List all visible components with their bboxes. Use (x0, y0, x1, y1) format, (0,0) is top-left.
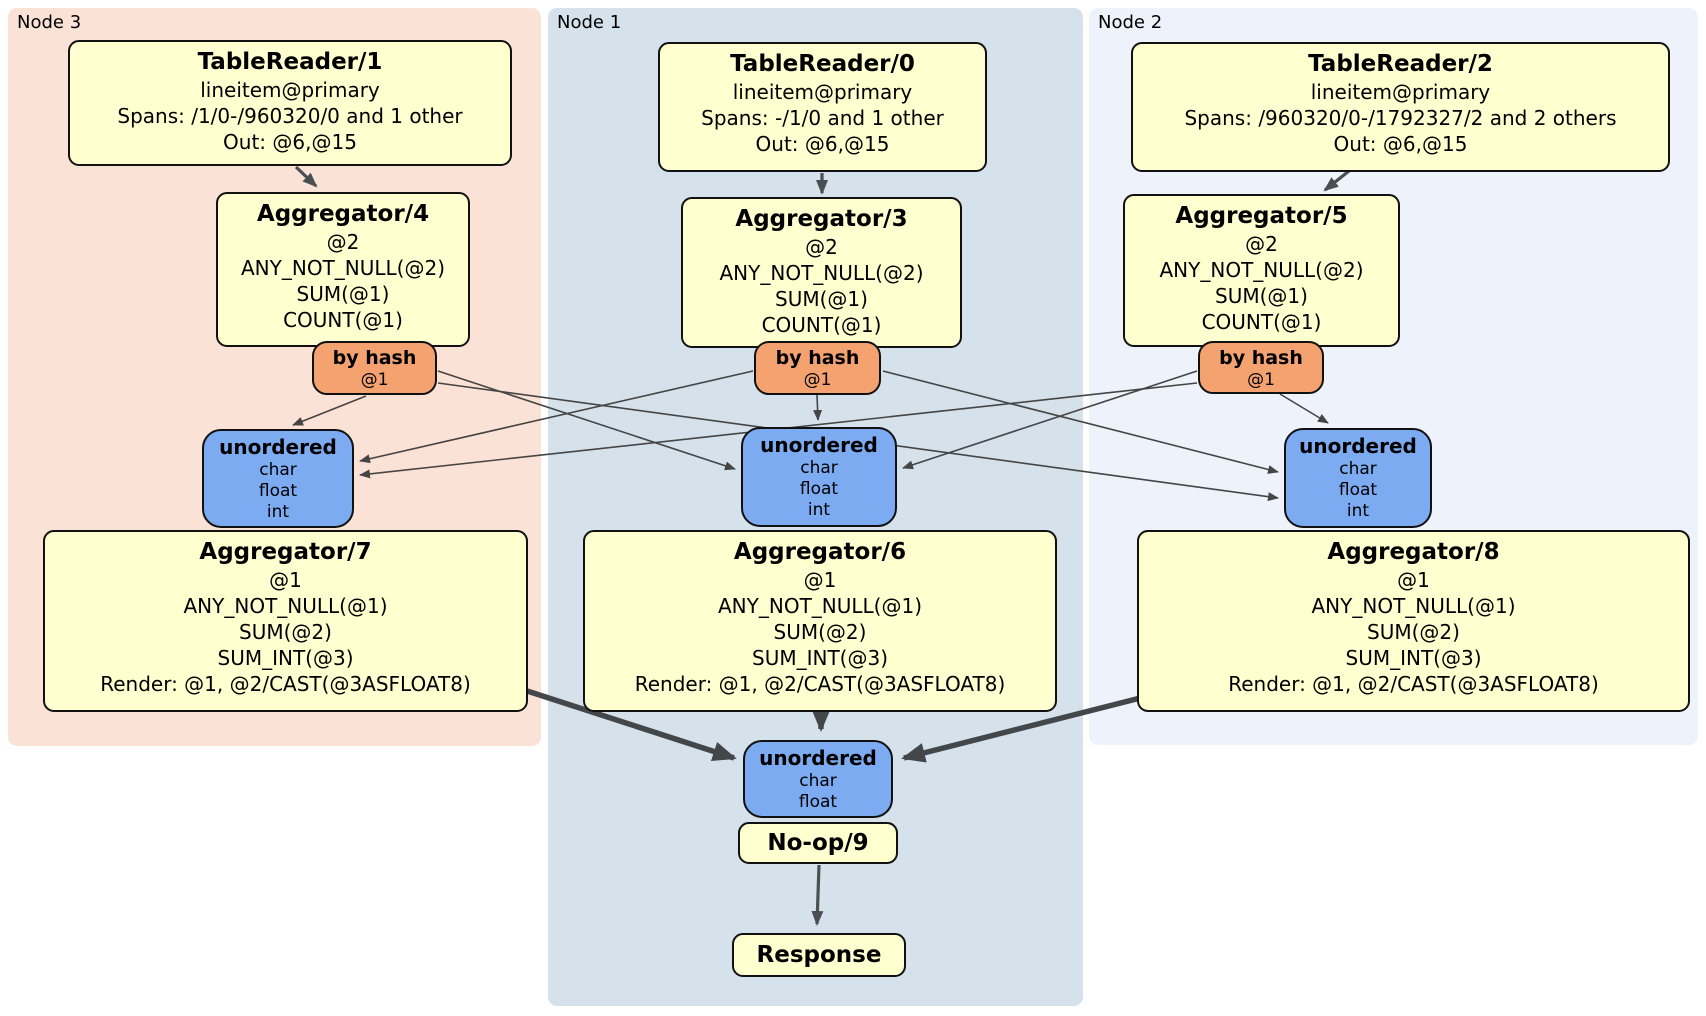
processor-detail: lineitem@primary (200, 78, 380, 102)
processor-title: Aggregator/3 (735, 206, 908, 232)
router-title: by hash (775, 347, 860, 369)
processor-title: TableReader/0 (730, 51, 915, 77)
processor-detail: Out: @6,@15 (223, 130, 357, 154)
processor-detail: lineitem@primary (1310, 80, 1491, 104)
processor-title: Aggregator/6 (733, 539, 907, 565)
processor-detail: @1 (803, 568, 837, 592)
processor-detail: SUM(@1) (775, 287, 868, 311)
processor-title: Aggregator/4 (256, 201, 430, 227)
processor-tablereader-0: TableReader/0 lineitem@primary Spans: -/… (658, 42, 987, 172)
processor-detail: SUM(@2) (773, 620, 867, 644)
sync-detail: int (1346, 501, 1370, 521)
processor-detail: COUNT(@1) (1201, 310, 1322, 334)
processor-detail: SUM(@2) (239, 620, 332, 644)
processor-detail: @1 (1397, 568, 1430, 592)
response-node: Response (732, 933, 906, 977)
processor-detail: Out: @6,@15 (755, 132, 890, 156)
router-by-hash-node1: by hash @1 (754, 341, 881, 395)
processor-detail: @2 (326, 230, 360, 254)
router-detail: @1 (803, 370, 832, 390)
processor-title: Aggregator/7 (199, 539, 372, 565)
processor-detail: Spans: /1/0-/960320/0 and 1 other (117, 104, 463, 128)
sync-title: unordered (1299, 434, 1417, 458)
processor-detail: ANY_NOT_NULL(@2) (241, 256, 445, 280)
router-title: by hash (332, 347, 417, 369)
processor-detail: @2 (1245, 232, 1278, 256)
processor-detail: SUM_INT(@3) (1345, 646, 1482, 670)
processor-detail: COUNT(@1) (283, 308, 403, 332)
processor-aggregator-8: Aggregator/8 @1 ANY_NOT_NULL(@1) SUM(@2)… (1137, 530, 1690, 712)
processor-detail: @1 (269, 568, 302, 592)
processor-title: Aggregator/8 (1327, 539, 1500, 565)
processor-title: TableReader/2 (1308, 51, 1493, 77)
processor-detail: ANY_NOT_NULL(@1) (1311, 594, 1516, 618)
sync-unordered-final: unordered char float (743, 740, 893, 818)
processor-detail: lineitem@primary (732, 80, 913, 104)
processor-detail: ANY_NOT_NULL(@2) (719, 261, 924, 285)
processor-detail: @2 (805, 235, 838, 259)
processor-detail: COUNT(@1) (761, 313, 882, 337)
sync-detail: char (799, 771, 837, 791)
router-title: by hash (1219, 347, 1303, 369)
processor-detail: Render: @1, @2/CAST(@3ASFLOAT8) (1228, 672, 1599, 696)
router-by-hash-node3: by hash @1 (312, 341, 437, 395)
sync-detail: int (807, 500, 831, 520)
sync-title: unordered (759, 746, 877, 770)
sync-title: unordered (219, 435, 337, 459)
sync-unordered-node3: unordered char float int (202, 429, 354, 528)
processor-noop-9: No-op/9 (738, 822, 898, 864)
processor-detail: Render: @1, @2/CAST(@3ASFLOAT8) (634, 672, 1006, 696)
processor-detail: Spans: -/1/0 and 1 other (701, 106, 944, 130)
processor-detail: Out: @6,@15 (1333, 132, 1468, 156)
panel-label-node-3: Node 3 (17, 12, 82, 33)
processor-detail: SUM(@1) (296, 282, 390, 306)
processor-aggregator-5: Aggregator/5 @2 ANY_NOT_NULL(@2) SUM(@1)… (1123, 194, 1400, 347)
processor-detail: ANY_NOT_NULL(@1) (183, 594, 388, 618)
panel-label-node-2: Node 2 (1098, 12, 1163, 33)
processor-tablereader-2: TableReader/2 lineitem@primary Spans: /9… (1131, 42, 1670, 172)
sync-detail: float (798, 792, 838, 812)
processor-aggregator-6: Aggregator/6 @1 ANY_NOT_NULL(@1) SUM(@2)… (583, 530, 1057, 712)
processor-detail: SUM_INT(@3) (752, 646, 888, 670)
sync-title: unordered (760, 433, 878, 457)
processor-detail: SUM(@1) (1215, 284, 1308, 308)
router-by-hash-node2: by hash @1 (1198, 341, 1324, 394)
processor-detail: ANY_NOT_NULL(@1) (718, 594, 922, 618)
processor-detail: SUM_INT(@3) (217, 646, 354, 670)
router-detail: @1 (360, 370, 389, 390)
processor-title: Aggregator/5 (1175, 203, 1348, 229)
sync-detail: float (258, 481, 298, 501)
sync-unordered-node1: unordered char float int (741, 427, 897, 527)
processor-title: No-op/9 (767, 830, 869, 856)
processor-detail: Spans: /960320/0-/1792327/2 and 2 others (1184, 106, 1617, 130)
processor-detail: Render: @1, @2/CAST(@3ASFLOAT8) (100, 672, 471, 696)
router-detail: @1 (1247, 370, 1275, 390)
processor-detail: SUM(@2) (1367, 620, 1460, 644)
response-title: Response (756, 942, 882, 968)
sync-detail: int (266, 502, 290, 522)
sync-detail: float (1338, 480, 1378, 500)
processor-aggregator-3: Aggregator/3 @2 ANY_NOT_NULL(@2) SUM(@1)… (681, 197, 962, 348)
processor-aggregator-4: Aggregator/4 @2 ANY_NOT_NULL(@2) SUM(@1)… (216, 192, 470, 347)
sync-unordered-node2: unordered char float int (1284, 428, 1432, 528)
sync-detail: char (1339, 459, 1377, 479)
processor-tablereader-1: TableReader/1 lineitem@primary Spans: /1… (68, 40, 512, 166)
sync-detail: char (259, 460, 297, 480)
panel-label-node-1: Node 1 (557, 12, 622, 33)
processor-aggregator-7: Aggregator/7 @1 ANY_NOT_NULL(@1) SUM(@2)… (43, 530, 528, 712)
sync-detail: char (800, 458, 838, 478)
processor-detail: ANY_NOT_NULL(@2) (1159, 258, 1364, 282)
sync-detail: float (799, 479, 839, 499)
processor-title: TableReader/1 (197, 49, 383, 75)
